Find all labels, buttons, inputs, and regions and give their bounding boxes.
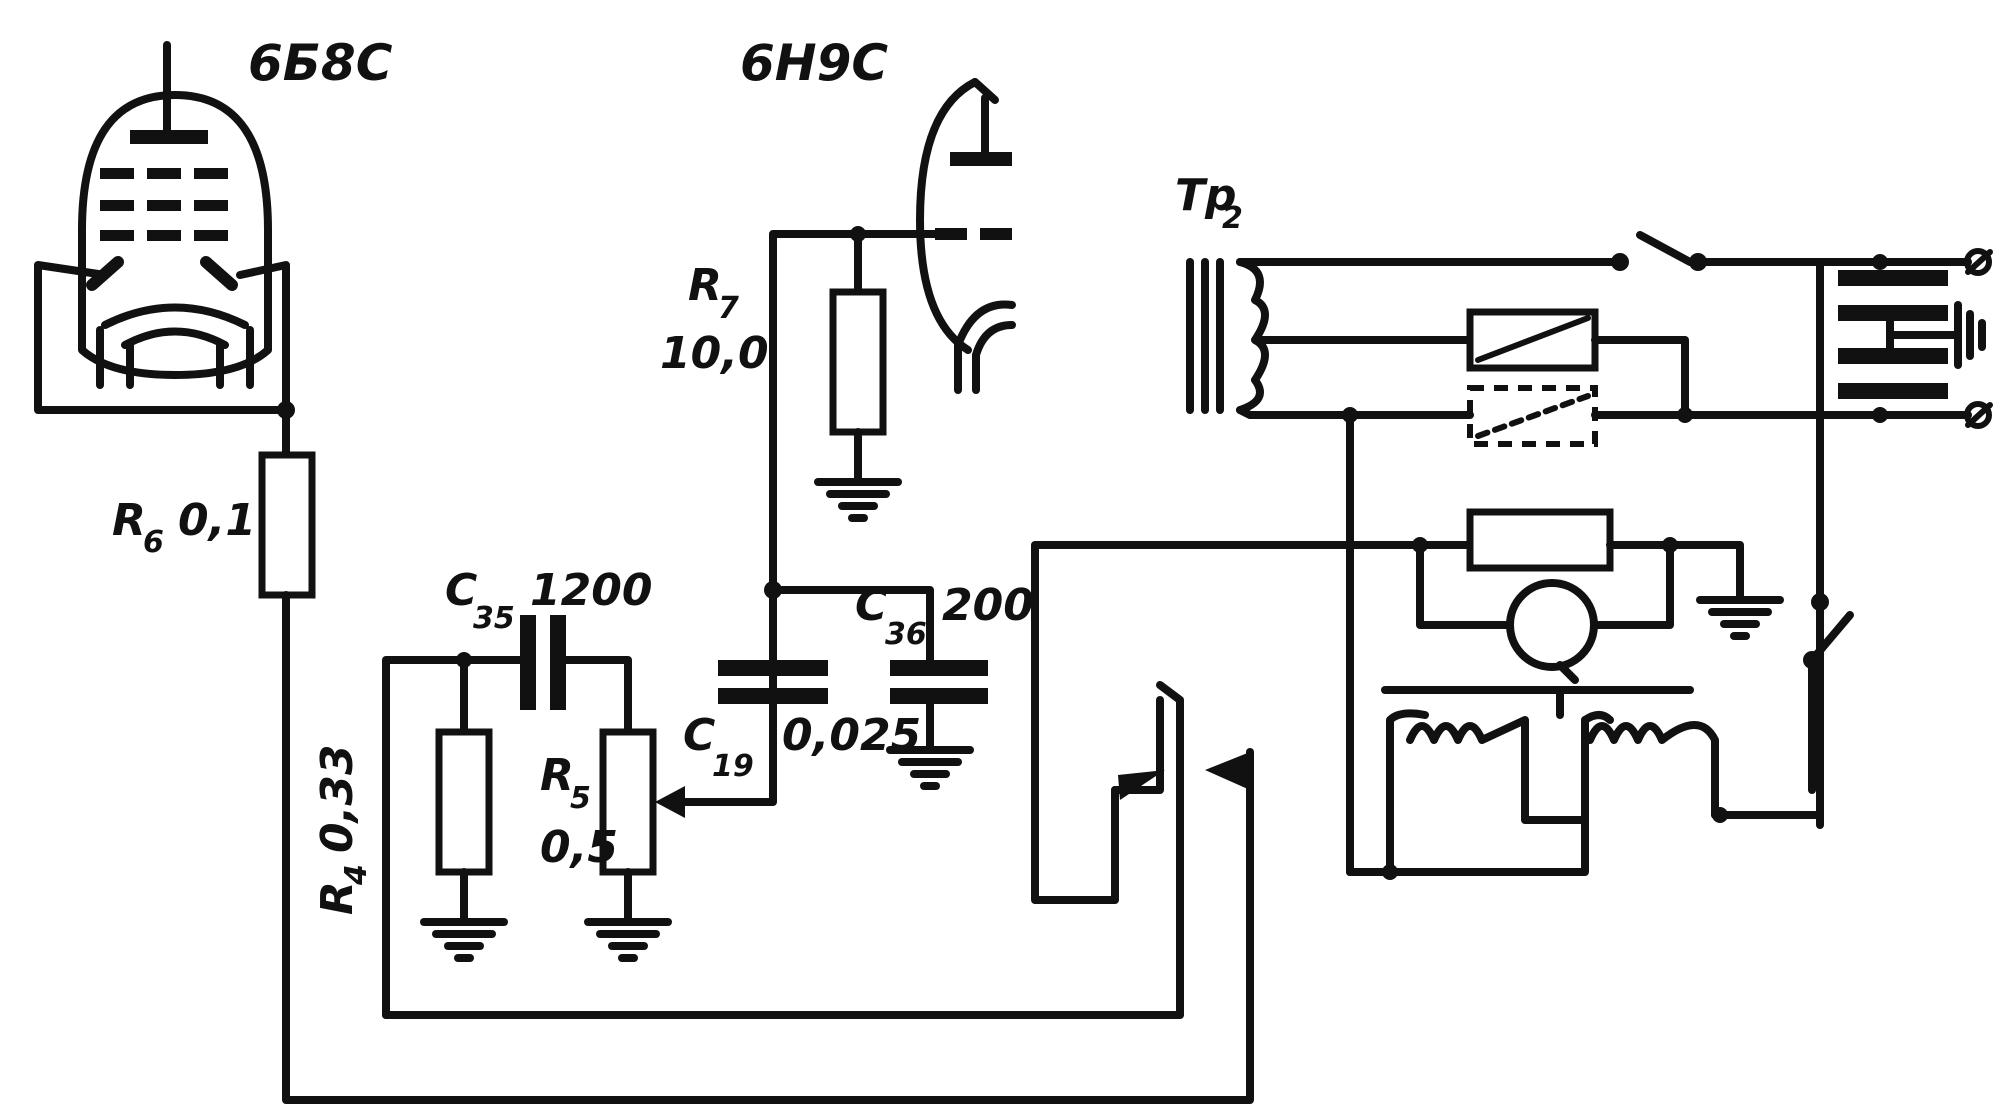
svg-text:200: 200	[942, 580, 1034, 631]
svg-text:35: 35	[473, 601, 515, 636]
svg-text:R: R	[112, 495, 146, 546]
top-switch	[1636, 231, 1694, 266]
svg-text:19: 19	[712, 749, 754, 784]
capacitor-c36	[890, 660, 988, 704]
tube-6b8s	[34, 41, 290, 414]
c36-label: C 36 200	[855, 580, 1034, 652]
terminal-bottom	[1964, 401, 1992, 429]
ground-1	[814, 478, 902, 522]
svg-text:R: R	[688, 260, 722, 311]
capacitor-block	[1838, 270, 1962, 399]
svg-text:6: 6	[143, 525, 164, 560]
svg-text:C: C	[445, 565, 477, 616]
ground-3	[420, 918, 508, 962]
resistor-r6	[258, 451, 316, 599]
svg-text:0,1: 0,1	[178, 495, 256, 546]
right-switch	[1808, 611, 1854, 664]
coil-right	[1581, 711, 1719, 834]
meter	[1506, 579, 1598, 671]
tube-label-6b8s: 6Б8С	[248, 34, 393, 92]
contact-switch	[1111, 696, 1254, 800]
svg-text:C: C	[855, 580, 887, 631]
terminal-top	[1964, 248, 1992, 276]
tp2-label: Tp 2	[1175, 170, 1243, 236]
svg-text:1200: 1200	[530, 565, 652, 616]
svg-text:R: R	[312, 881, 363, 915]
svg-text:4: 4	[339, 864, 374, 886]
c19-label: C 19 0,025	[683, 710, 921, 784]
svg-text:C: C	[683, 710, 715, 761]
svg-text:2: 2	[1222, 201, 1243, 236]
transformer-tp2	[1186, 258, 1284, 414]
resistor-left	[435, 728, 493, 876]
tube-label-6n9s: 6Н9С	[740, 34, 888, 92]
tube-6n9s	[916, 78, 1016, 394]
ground-2	[886, 746, 974, 790]
capacitor-c19	[718, 660, 828, 704]
ground-5	[1696, 596, 1784, 640]
svg-text:0,5: 0,5	[540, 822, 618, 873]
r7-label: R 7 10,0	[660, 260, 769, 379]
ground-right	[1954, 301, 1986, 369]
svg-text:Tp: Tp	[1175, 170, 1237, 221]
ground-4	[584, 918, 672, 962]
r4-label: R 4 0,33	[312, 744, 374, 915]
svg-text:5: 5	[570, 781, 591, 816]
r6-label: R 6 0,1	[112, 495, 256, 560]
resistor-grid-leak	[829, 288, 887, 436]
svg-text:36: 36	[885, 617, 927, 652]
resistor-lower-right	[1466, 508, 1614, 572]
svg-text:R: R	[540, 750, 574, 801]
svg-text:0,33: 0,33	[312, 744, 363, 853]
svg-text:7: 7	[718, 291, 739, 326]
coil-left	[1386, 709, 1589, 834]
r5-label: R 5 0,5	[540, 750, 618, 873]
svg-text:10,0: 10,0	[660, 328, 769, 379]
c35-label: C 35 1200	[445, 565, 652, 636]
